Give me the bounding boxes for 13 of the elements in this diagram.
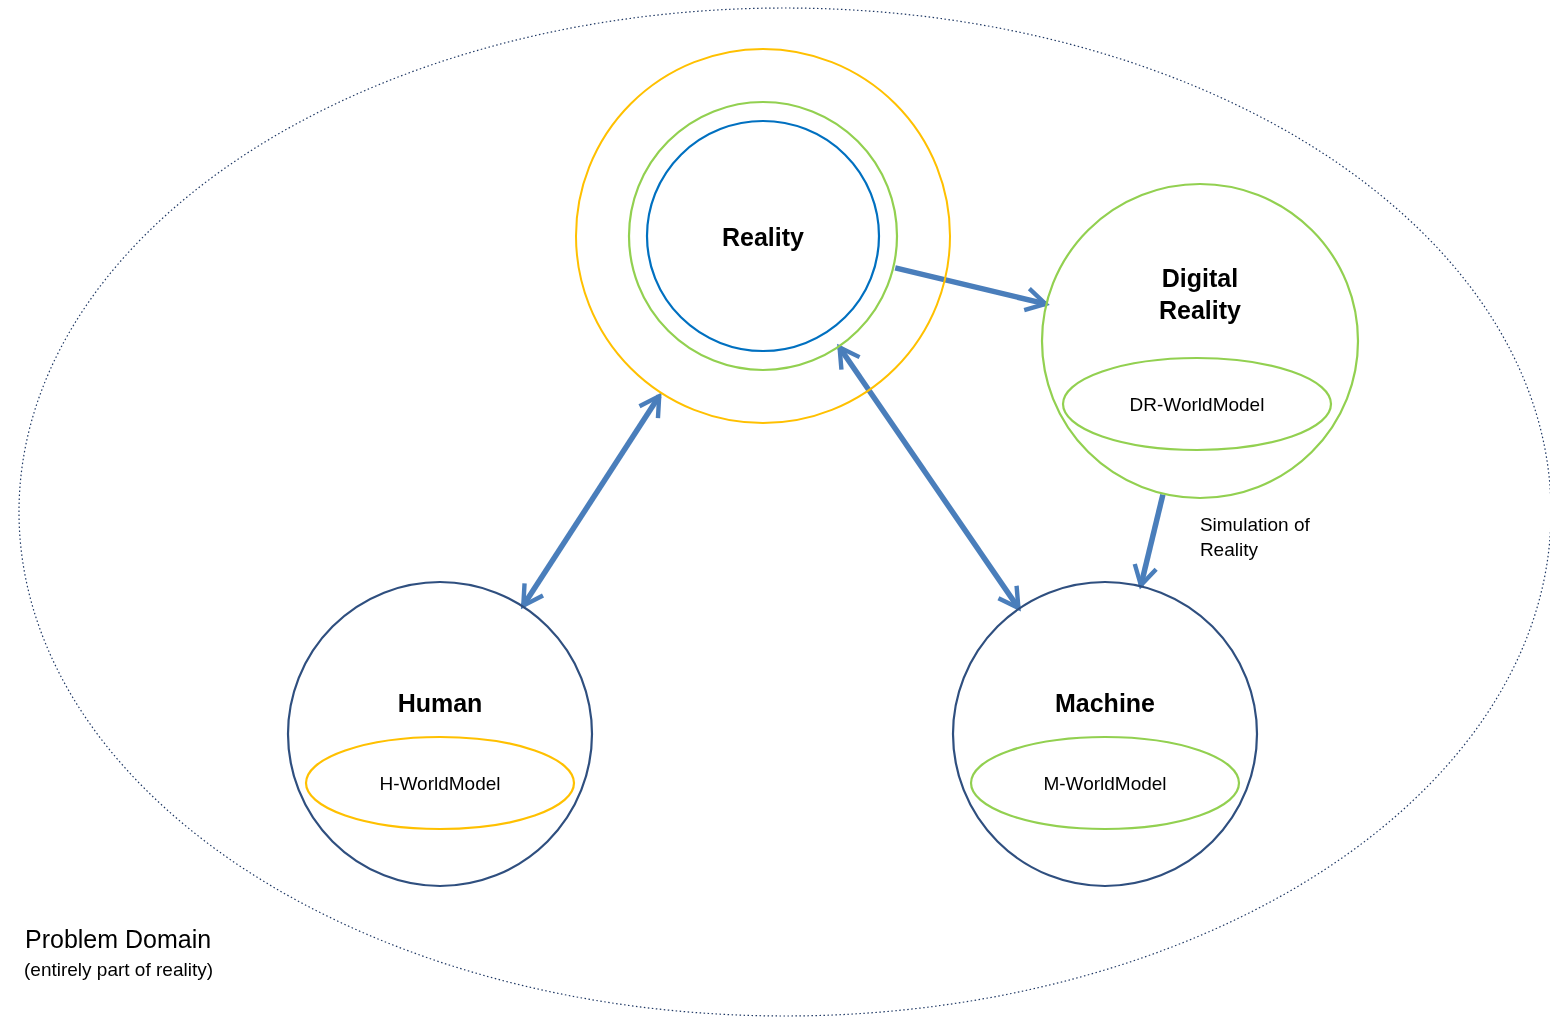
node-title: Human — [396, 688, 484, 719]
node-title: Digital Reality — [1158, 263, 1242, 326]
node-label: DR-WorldModel — [1128, 393, 1266, 417]
arrow — [1132, 493, 1166, 588]
node-title: Machine — [1054, 688, 1156, 719]
arrow — [894, 265, 1048, 313]
domain-subtitle: (entirely part of reality) — [24, 958, 214, 982]
domain-title: Problem Domain — [25, 924, 213, 955]
arrow — [837, 345, 1021, 611]
node-title: Reality — [721, 222, 805, 253]
arrow — [521, 393, 662, 608]
node-label: M-WorldModel — [1042, 772, 1168, 796]
node-label: H-WorldModel — [378, 772, 502, 796]
